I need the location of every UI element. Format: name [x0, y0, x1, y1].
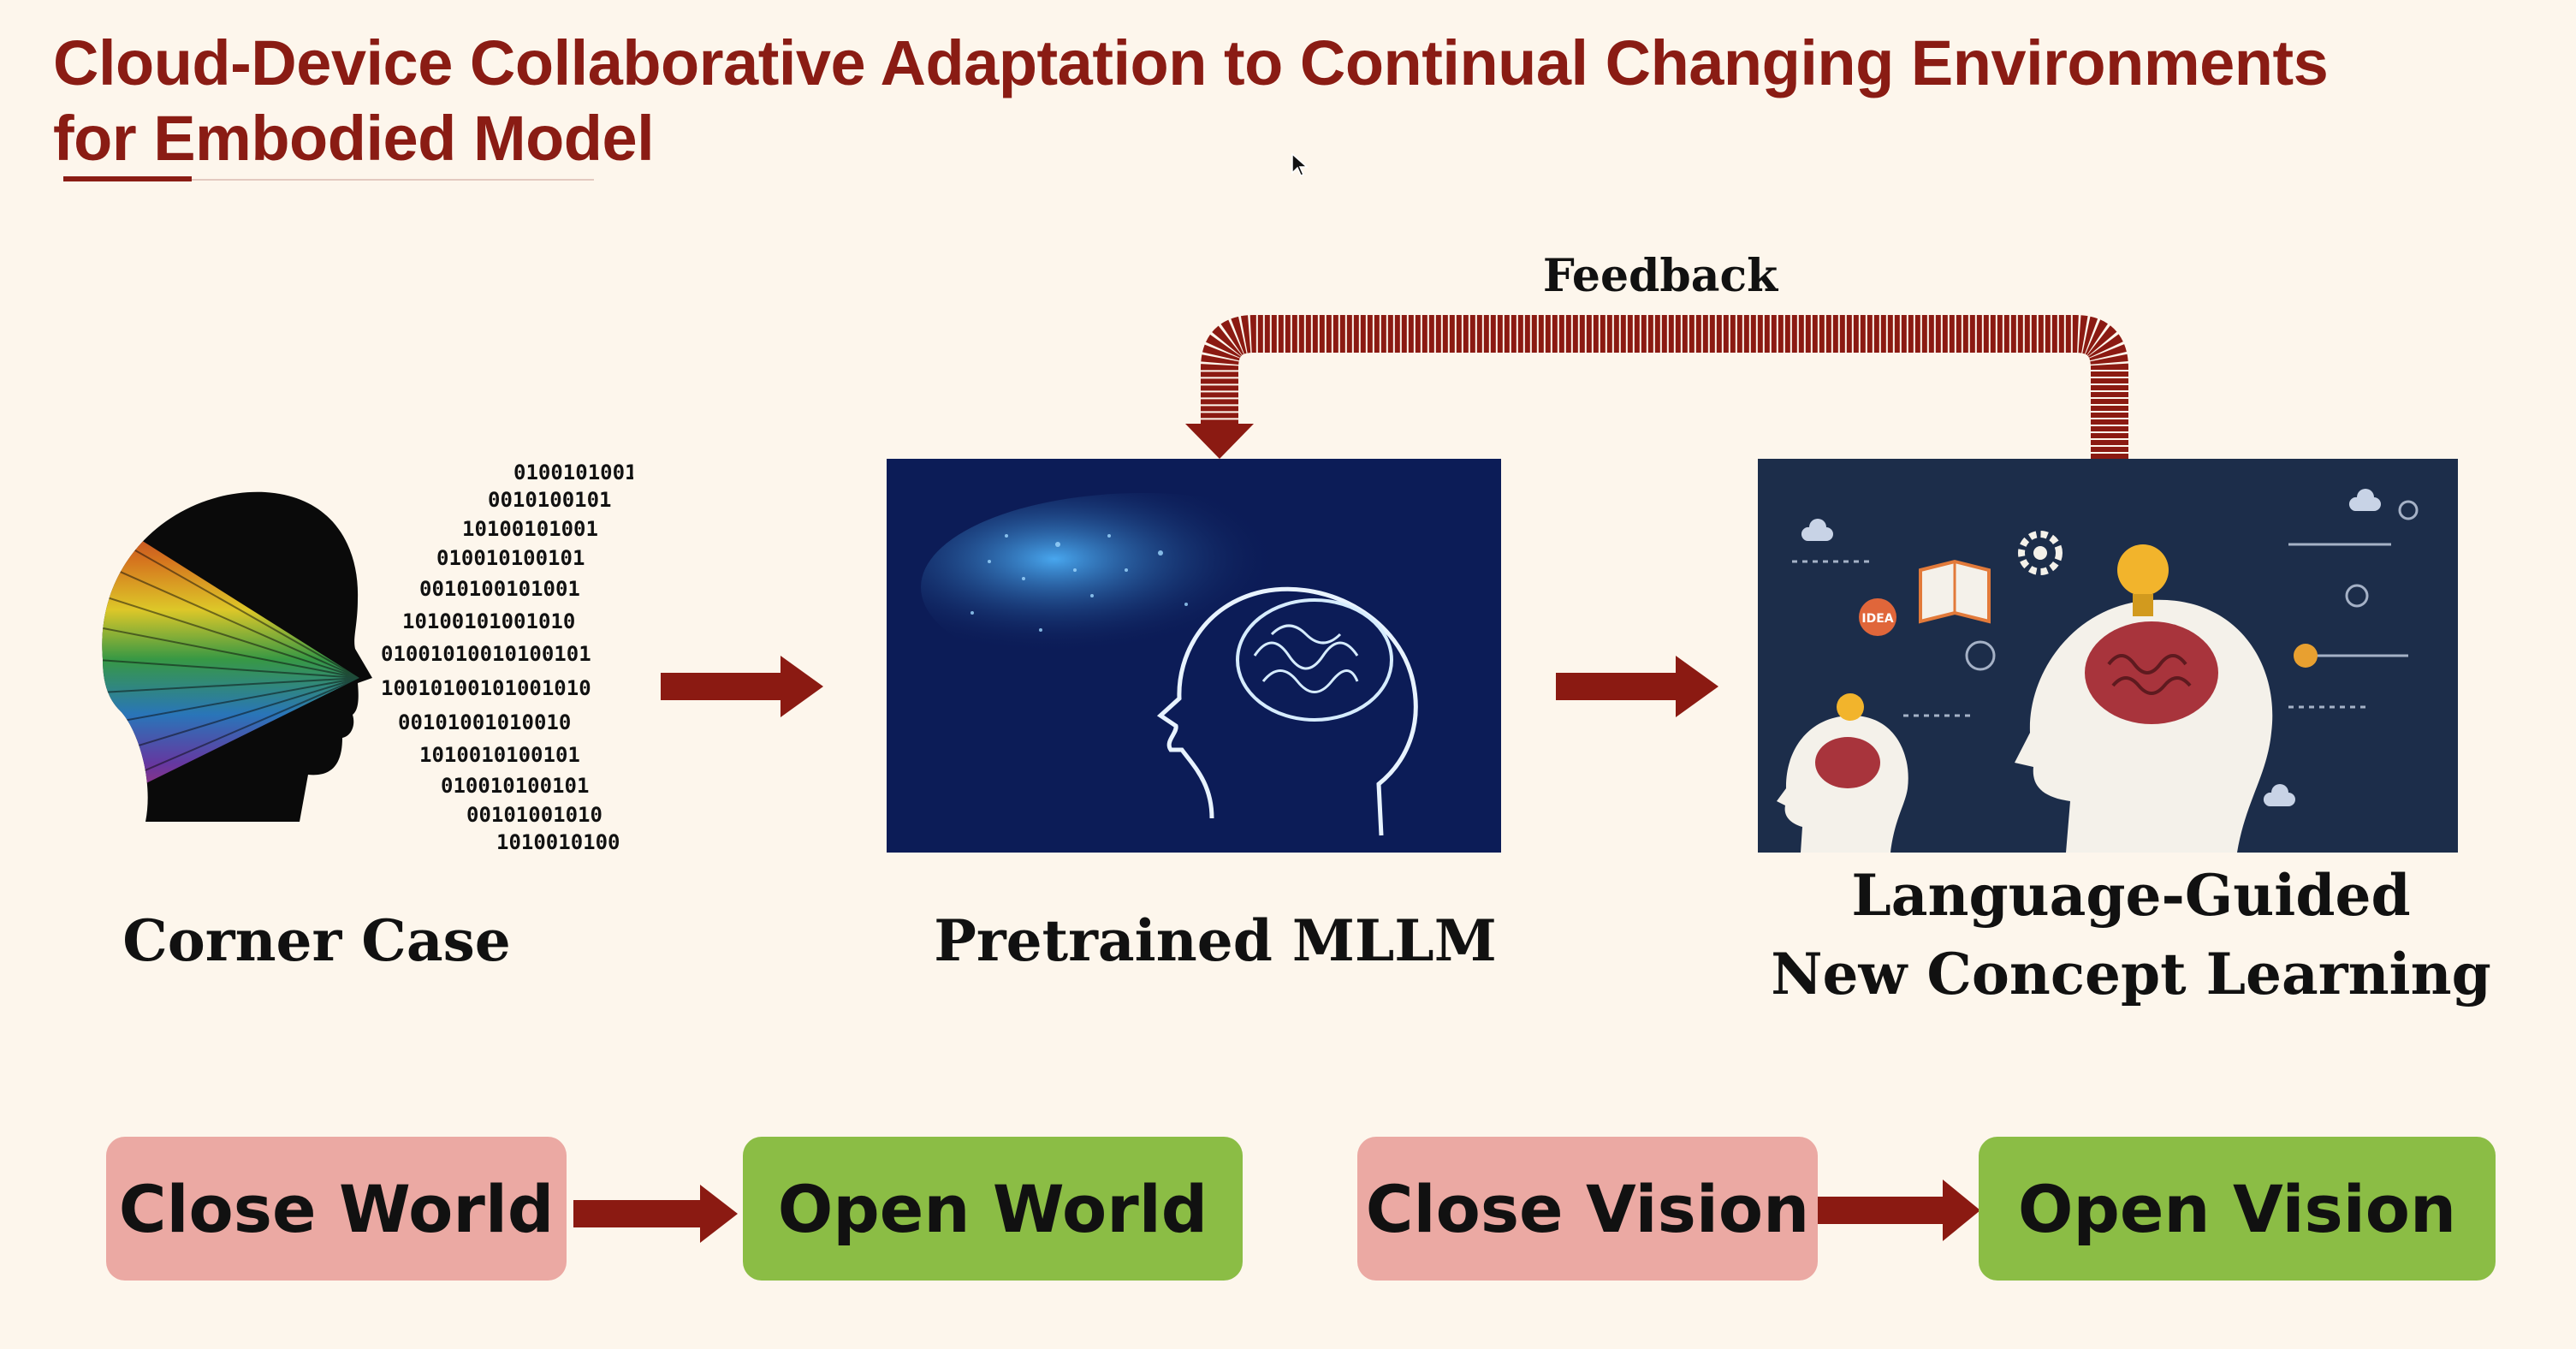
lightbulb-icon	[2117, 544, 2169, 616]
book-icon	[1919, 559, 1991, 624]
svg-text:00101001010010: 00101001010010	[398, 710, 571, 734]
title-underline-thin	[192, 179, 594, 181]
svg-text:0010100101001: 0010100101001	[419, 577, 580, 601]
title-underline	[63, 176, 192, 181]
svg-text:10100101001010: 10100101001010	[402, 609, 575, 633]
cursor-icon	[1291, 152, 1309, 176]
open-vision-box: Open Vision	[1979, 1137, 2496, 1281]
svg-text:010010100101: 010010100101	[441, 774, 589, 798]
svg-text:00101001010: 00101001010	[466, 803, 602, 827]
pretrained-mllm-image	[887, 459, 1501, 853]
language-guided-label-line1: Language-Guided	[1851, 862, 2411, 929]
title-line-2: for Embodied Model	[53, 103, 655, 174]
brain-icon	[887, 459, 1501, 853]
head-silhouette-icon: 010010100101001010100101 0010100101 1010…	[102, 461, 633, 854]
arrow-close-to-open-world	[573, 1185, 738, 1243]
svg-text:10010100101001010: 10010100101001010	[381, 676, 591, 700]
corner-case-image: 010010100101001010100101 0010100101 1010…	[86, 454, 633, 856]
open-world-box: Open World	[743, 1137, 1243, 1281]
svg-text:IDEA: IDEA	[1861, 612, 1893, 626]
arrow-corner-to-mllm	[661, 656, 823, 717]
corner-case-label: Corner Case	[122, 907, 511, 974]
svg-text:0010100101: 0010100101	[488, 488, 612, 512]
svg-text:010010100101: 010010100101	[436, 546, 585, 570]
close-world-box: Close World	[106, 1137, 567, 1281]
slide-title: Cloud-Device Collaborative Adaptation to…	[53, 26, 2561, 176]
gear-icon	[2018, 531, 2063, 575]
arrow-close-to-open-vision	[1818, 1180, 1980, 1241]
svg-text:1010010100101: 1010010100101	[419, 743, 580, 767]
pretrained-mllm-label: Pretrained MLLM	[934, 907, 1497, 974]
language-guided-image: IDEA	[1758, 459, 2458, 853]
svg-text:010010100101001010100101: 010010100101001010100101	[513, 461, 633, 484]
title-line-1: Cloud-Device Collaborative Adaptation to…	[53, 27, 2329, 98]
svg-text:01001010010100101: 01001010010100101	[381, 642, 591, 666]
svg-text:1010010100: 1010010100	[496, 830, 620, 854]
arrow-mllm-to-language	[1556, 656, 1718, 717]
close-vision-box: Close Vision	[1357, 1137, 1818, 1281]
svg-text:10100101001: 10100101001	[462, 517, 598, 541]
language-guided-label-line2: New Concept Learning	[1771, 941, 2491, 1007]
feedback-label: Feedback	[1542, 250, 1778, 302]
language-guided-label: Language-Guided New Concept Learning	[1729, 856, 2533, 1013]
